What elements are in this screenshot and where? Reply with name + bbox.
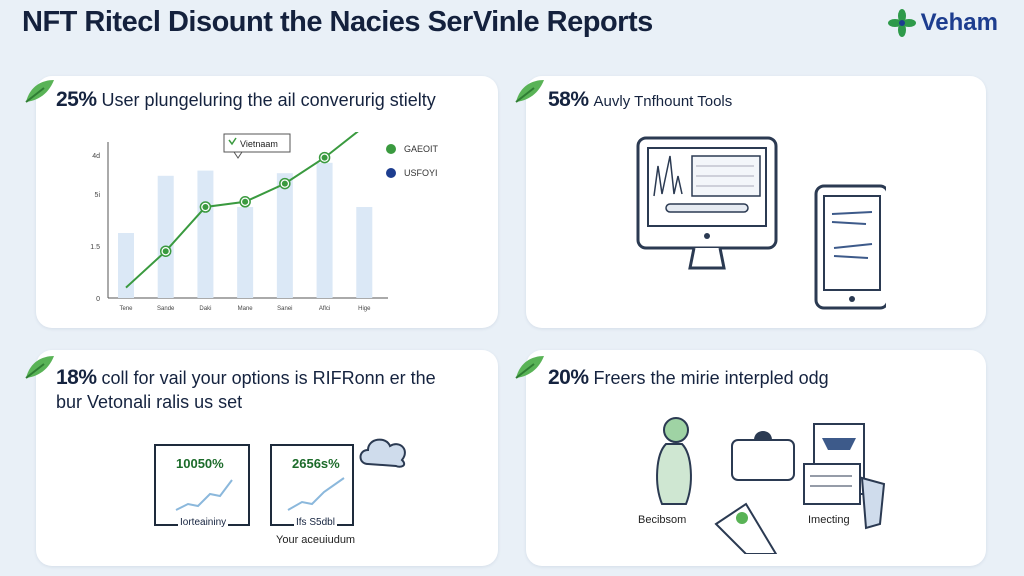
bar (356, 207, 373, 298)
legend-swatch (386, 168, 396, 178)
mini-chart-panel: 10050% Iorteaininy (154, 444, 250, 528)
trend-line-icon (175, 479, 233, 511)
x-tick-label: Sande (157, 306, 175, 312)
x-tick-label: Mane (238, 306, 254, 312)
stat-card-options: 18% coll for vail your options is RIFRon… (25, 350, 498, 566)
check-icon (228, 137, 237, 146)
x-tick-label: Tene (119, 306, 133, 312)
card-text: coll for vail your options is RIFRonn er… (101, 368, 436, 388)
card-heading: 25% User plungeluring the ail converurig… (56, 88, 436, 112)
x-tick-label: Sanei (277, 306, 292, 312)
illustration-label: Becibsom (638, 514, 687, 526)
data-point (202, 204, 209, 210)
card-percent: 58% (548, 88, 589, 111)
card-heading: 58% Auvly Tnfhount Tools (548, 88, 732, 114)
people-devices-illustration (656, 417, 886, 554)
data-point (162, 248, 169, 255)
legend-swatch (386, 144, 396, 154)
card-text: User plungeluring the ail converurig sti… (101, 90, 436, 110)
legend-label: USFOYI (404, 168, 438, 178)
stat-card-tools: 58% Auvly Tnfhount Tools (515, 76, 986, 328)
mini-chart-caption: Ifs S5dbl (294, 517, 337, 528)
leaf-icon (25, 356, 54, 379)
leaf-icon (25, 80, 54, 103)
data-point (281, 180, 288, 187)
leaf-icon (515, 80, 544, 103)
legend-item-line: GAEOIT (386, 144, 438, 154)
x-tick-label: Aflci (319, 306, 330, 312)
card-percent: 25% (56, 88, 97, 111)
brand-name: Veham (920, 9, 998, 36)
y-tick-label: 5i (95, 192, 101, 199)
brand-leaf-icon (887, 9, 916, 37)
leaf-icon (515, 356, 544, 379)
x-tick-label: Hige (358, 306, 371, 312)
bar (197, 170, 214, 298)
card-text: Freers the mirie interpled odg (593, 368, 829, 388)
bar (276, 173, 293, 298)
panel-caption: Your aceuiudum (276, 534, 356, 546)
page-title: NFT Ritecl Disount the Nacies SerVinle R… (22, 6, 653, 38)
illustration-label: Imecting (808, 514, 850, 526)
mini-chart-panel: 2656s% Ifs S5dbl (270, 444, 354, 528)
card-percent: 20% (548, 366, 589, 389)
y-tick-label: 4d (92, 153, 100, 160)
mini-chart-value: 10050% (176, 456, 224, 471)
bar (118, 233, 134, 298)
brand-logo: Veham (887, 8, 998, 38)
data-point (321, 154, 328, 161)
trend-line-icon (287, 477, 345, 511)
card-heading: 20% Freers the mirie interpled odg (548, 366, 829, 390)
tooltip-box (223, 133, 291, 153)
card-text-line2: bur Vetonali ralis us set (56, 392, 243, 412)
legend-item-bar: USFOYI (386, 168, 438, 178)
card-heading: 18% coll for vail your options is RIFRon… (56, 366, 436, 414)
bar (237, 207, 254, 298)
y-tick-label: 0 (96, 296, 100, 303)
bar (316, 162, 333, 298)
mini-chart-caption: Iorteaininy (178, 517, 229, 528)
card-percent: 18% (56, 366, 97, 389)
tooltip-label: Vietnaam (240, 139, 278, 149)
card-text: Auvly Tnfhount Tools (593, 93, 733, 110)
y-tick-label: 1.5 (90, 244, 100, 251)
monitor-tablet-icon (636, 136, 886, 310)
stat-card-usage: 25% User plungeluring the ail converurig… (25, 76, 498, 328)
bar (157, 175, 174, 298)
cloud-icon (359, 438, 406, 468)
tooltip-pointer (233, 151, 243, 159)
data-point (242, 198, 249, 205)
x-tick-label: Daki (199, 306, 211, 312)
legend-label: GAEOIT (404, 144, 439, 154)
stat-card-interplay: 20% Freers the mirie interpled odg Becib… (515, 350, 986, 566)
mini-chart-value: 2656s% (292, 456, 340, 471)
